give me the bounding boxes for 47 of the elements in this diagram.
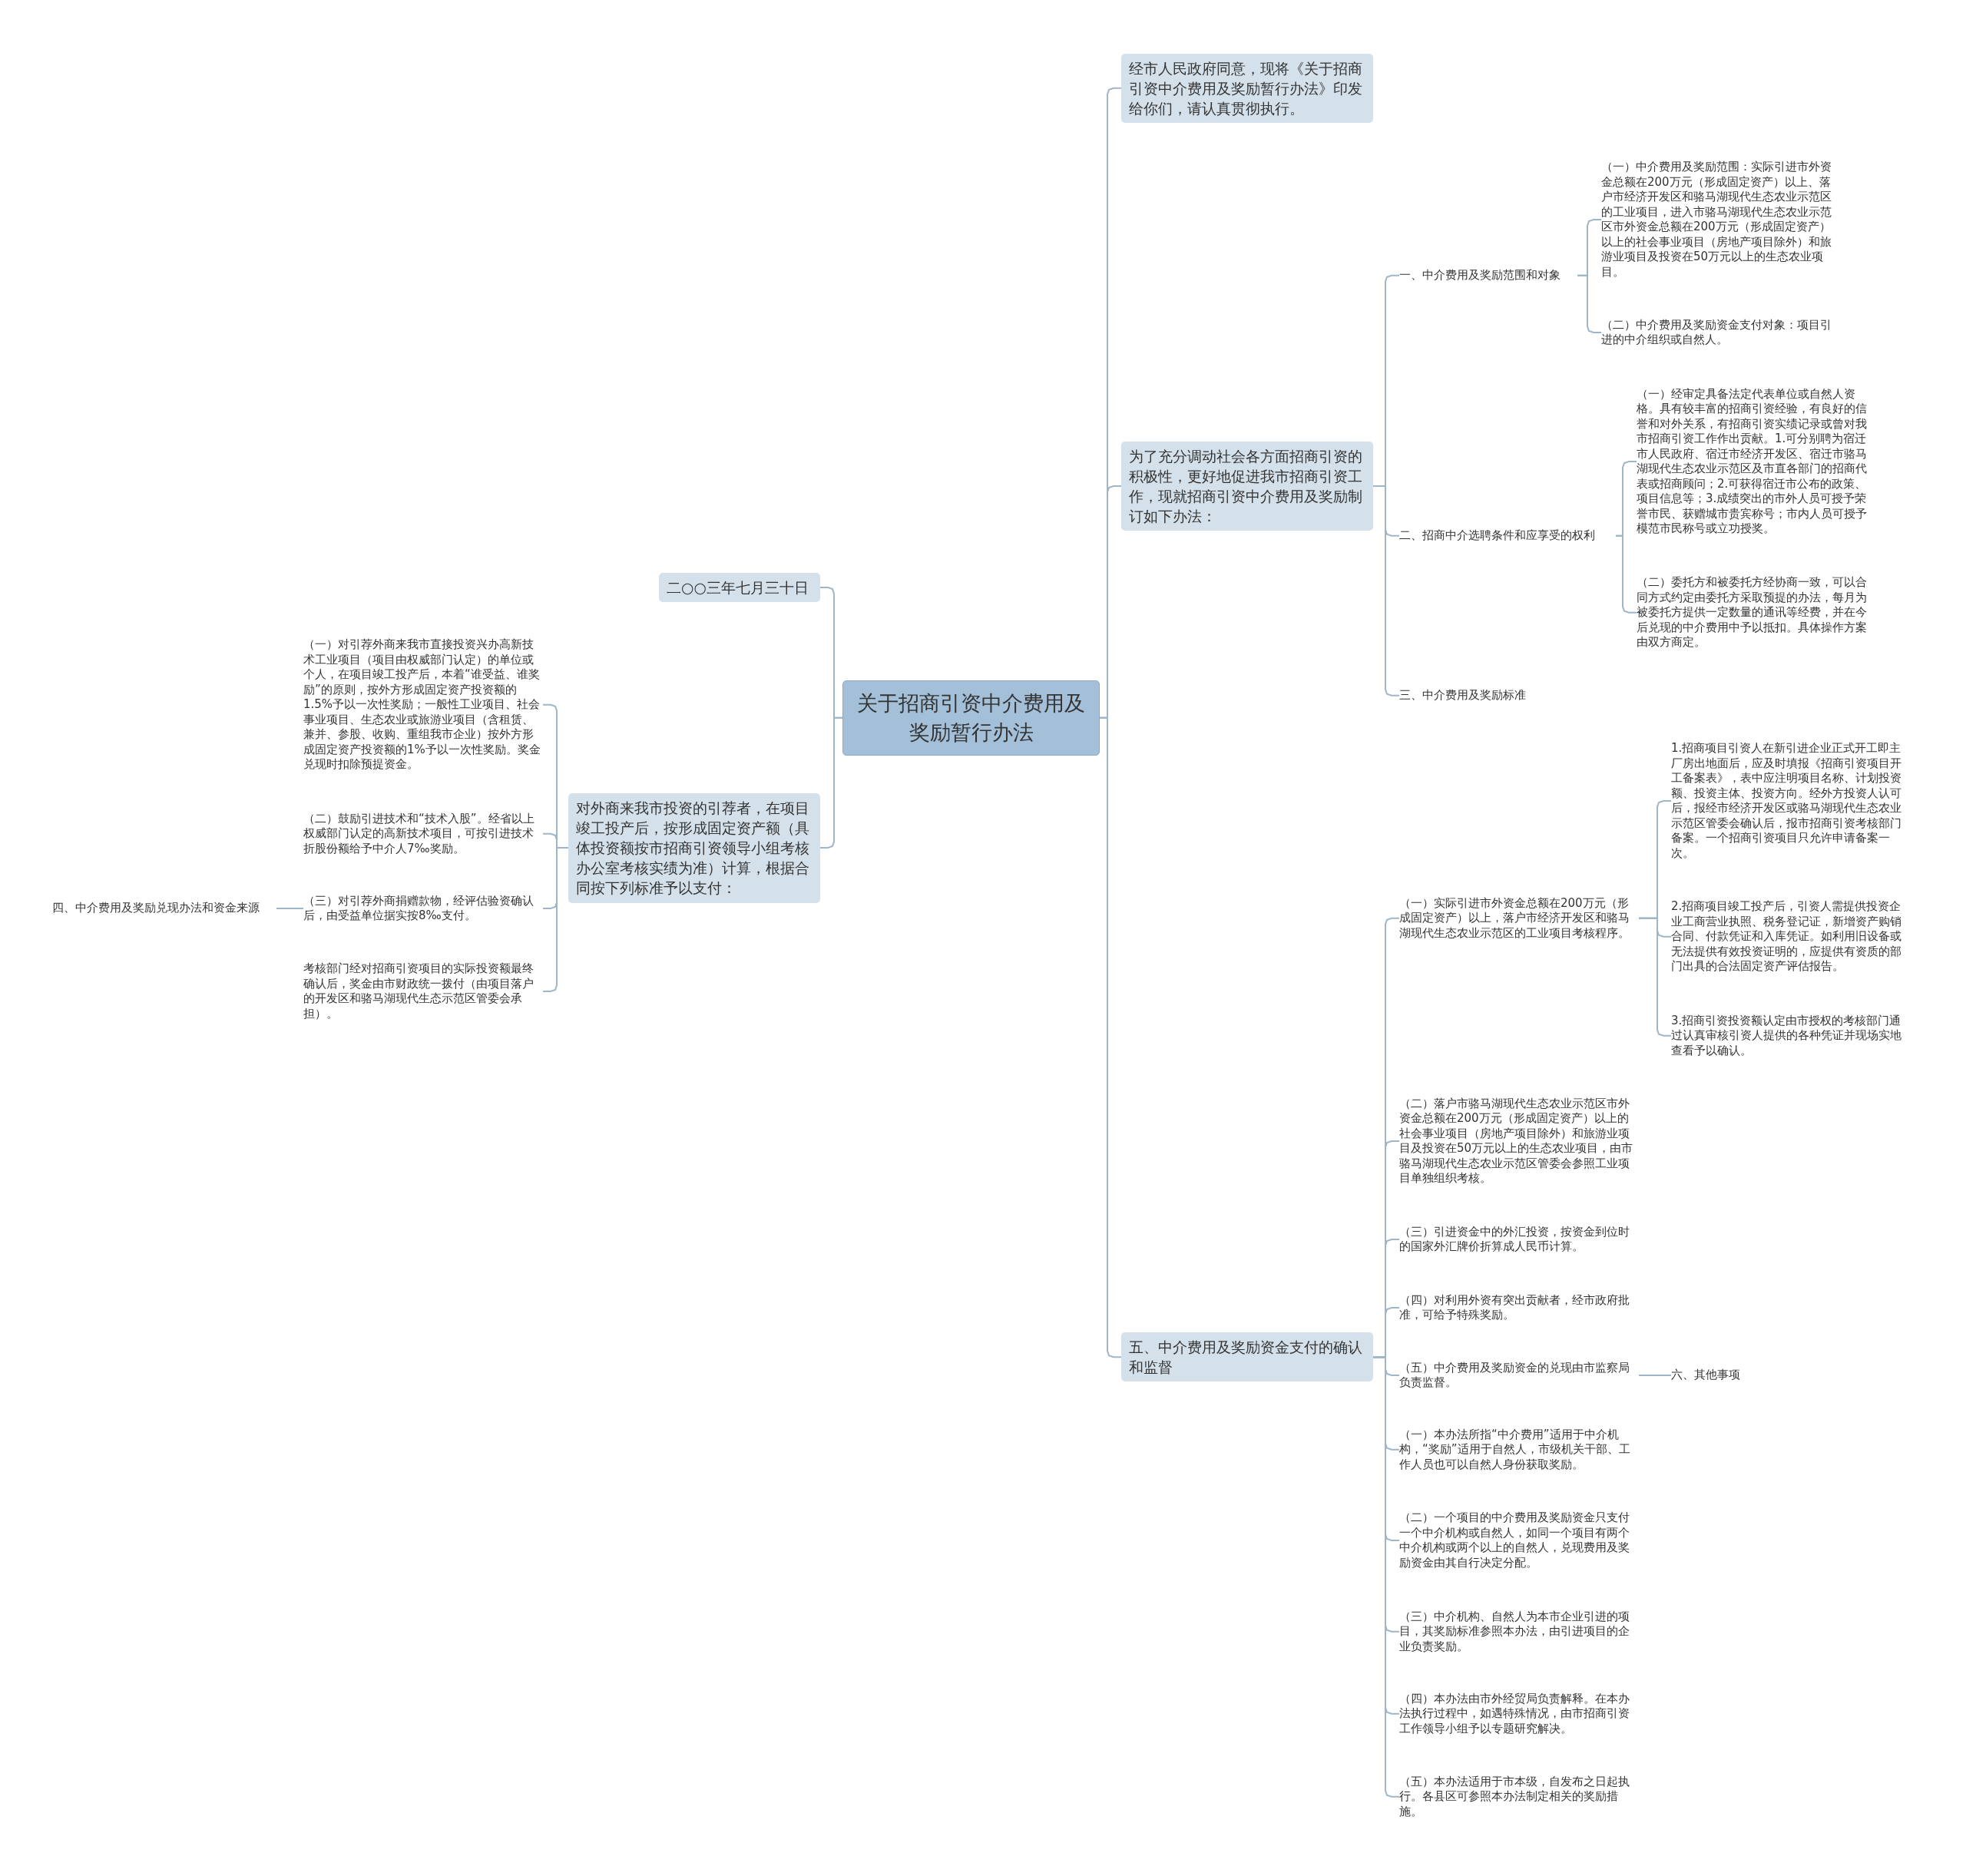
central-topic-box (842, 680, 1100, 756)
topic-text: （二）委托方和被委托方经协商一致，可以合同方式约定由委托方采取预提的办法，每月为被委托方提供一定数量的通讯等经费，并在今后兑现的中介费用中予以抵扣。具体操作方案由双方商定。 (1637, 575, 1876, 650)
topic-box (1121, 53, 1373, 124)
topic-text: 为了充分调动社会各方面招商引资的积极性，更好地促进我市招商引资工作，现就招商引资中介费用及奖励制订如下办法： (1129, 446, 1363, 527)
topic-text: 三、中介费用及奖励标准 (1399, 688, 1554, 703)
connector-line (1099, 716, 1122, 1358)
topic-text: （二）鼓励引进技术和“技术入股”。经省以上权威部门认定的高新技术项目，可按引进技术折股份额给予中介人7‰奖励。 (303, 811, 543, 856)
topic-text: 考核部门经对招商引资项目的实际投资额最终确认后，奖金由市财政统一拨付（由项目落户的开发区和骆马湖现代生态示范区管委会承担）。 (303, 961, 543, 1021)
topic-text: （五）中介费用及奖励资金的兑现由市监察局负责监督。 (1399, 1360, 1639, 1391)
connector-line (1615, 534, 1637, 614)
connector-line (819, 716, 843, 849)
topic-text: 六、其他事项 (1671, 1368, 1756, 1383)
topic-box (1121, 441, 1373, 531)
topic-text: （二）落户市骆马湖现代生态农业示范区市外资金总额在200万元（形成固定资产）以上的社会事业项目（房地产项目除外）和旅游业项目及投资在50万元以上的生态农业项目，由市骆马湖现代生态农业示范区管委会参照工业项目单独组织考核。 (1399, 1096, 1639, 1186)
topic-text: 1.招商项目引资人在新引进企业正式开工即主厂房出地面后，应及时填报《招商引资项目开工备案表》，表中应注明项目名称、计划投资额、投资主体、投资方向。经外方投资人认可后，报经市经济开发区或骆马湖现代生态农业示范区管委会确认后，报市招商引资考核部门备案。一个招商引资项目只允许申请备案一次。 (1671, 741, 1911, 861)
topic-text: 四、中介费用及奖励兑现办法和资金来源 (52, 901, 276, 916)
topic-text: （二）中介费用及奖励资金支付对象：项目引进的中介组织或自然人。 (1601, 317, 1841, 348)
topic-text: 二○○三年七月三十日 (667, 578, 810, 597)
topic-text: 五、中介费用及奖励资金支付的确认和监督 (1129, 1338, 1363, 1378)
topic-text: （一）实际引进市外资金总额在200万元（形成固定资产）以上，落户市经济开发区和骆马湖现代生态农业示范区的工业项目考核程序。 (1399, 895, 1639, 941)
connector-line (1638, 917, 1672, 1037)
topic-text: 关于招商引资中介费用及奖励暂行办法 (856, 690, 1086, 746)
topic-text: 一、中介费用及奖励范围和对象 (1399, 268, 1577, 283)
topic-text: （三）中介机构、自然人为本市企业引进的项目，其奖励标准参照本办法，由引进项目的企业负责奖励。 (1399, 1609, 1639, 1654)
topic-text: 3.招商引资投资额认定由市授权的考核部门通过认真审核引资人提供的各种凭证并现场实地查看予以确认。 (1671, 1013, 1911, 1058)
topic-text: （四）对利用外资有突出贡献者，经市政府批准，可给予特殊奖励。 (1399, 1292, 1639, 1323)
topic-box (1121, 1332, 1373, 1382)
topic-text: （一）中介费用及奖励范围：实际引进市外资金总额在200万元（形成固定资产）以上、落户市经济开发区和骆马湖现代生态农业示范区的工业项目，进入市骆马湖现代生态农业示范区市外资金总额在200万元（形成固定资产）以上的社会事业项目（房地产项目除外）和旅游业项目及投资在50万元以上的生态农业项目。 (1601, 160, 1841, 280)
connector-line (1577, 274, 1602, 333)
topic-text: （一）对引荐外商来我市直接投资兴办高新技术工业项目（项目由权威部门认定）的单位或个人，在项目竣工投产后，本着“谁受益、谁奖励”的原则，按外方形成固定资产投资额的1.5%予以一次性奖励；一般性工业项目、社会事业项目、生态农业或旅游业项目（含租赁、兼并、参股、收购、重组我市企业）按外方形成固定资产投资额的1%予以一次性奖励。奖金兑现时扣除预提资金。 (303, 637, 543, 773)
topic-box (659, 573, 820, 603)
topic-text: （二）一个项目的中介费用及奖励资金只支付一个中介机构或自然人，如同一个项目有两个中介机构或两个以上的自然人，兑现费用及奖励资金由其自行决定分配。 (1399, 1510, 1639, 1570)
topic-text: （五）本办法适用于市本级，自发布之日起执行。各县区可参照本办法制定相关的奖励措施。 (1399, 1774, 1639, 1819)
topic-text: 经市人民政府同意，现将《关于招商引资中介费用及奖励暂行办法》印发给你们，请认真贯彻执行。 (1129, 58, 1363, 118)
topic-text: （三）引进资金中的外汇投资，按资金到位时的国家外汇牌价折算成人民币计算。 (1399, 1224, 1639, 1255)
connector-line (542, 847, 569, 992)
topic-text: 二、招商中介选聘条件和应享受的权利 (1399, 528, 1616, 544)
topic-text: 对外商来我市投资的引荐者，在项目竣工投产后，按形成固定资产额（具体投资额按市招商引资领导小组考核办公室考核实绩为准）计算，根据合同按下列标准予以支付： (576, 798, 810, 898)
topic-text: （四）本办法由市外经贸局负责解释。在本办法执行过程中，如遇特殊情况，由市招商引资工作领导小组予以专题研究解决。 (1399, 1691, 1639, 1736)
connector-line (1638, 1375, 1672, 1376)
connector-line (276, 908, 304, 909)
topic-text: 2.招商项目竣工投产后，引资人需提供投资企业工商营业执照、税务登记证，新增资产购销合同、付款凭证和入库凭证。如利用旧设备或无法提供有效投资证明的，应提供有资质的部门出具的合法固定资产评估报告。 (1671, 899, 1911, 974)
topic-text: （三）对引荐外商捐赠款物，经评估验资确认后，由受益单位据实按8‰支付。 (303, 893, 543, 924)
connector-line (1372, 485, 1400, 696)
topic-text: （一）本办法所指“中介费用”适用于中介机构，“奖励”适用于自然人，市级机关干部、工作人员也可以自然人身份获取奖励。 (1399, 1427, 1639, 1472)
topic-text: （一）经审定具备法定代表单位或自然人资格。具有较丰富的招商引资经验，有良好的信誉和对外关系，有招商引资实绩记录或曾对我市招商引资工作作出贡献。1.可分别聘为宿迁市人民政府、宿迁市经济开发区、宿迁市骆马湖现代生态农业示范区及市直各部门的招商代表或招商顾问；2.可获得宿迁市公布的政策、项目信息等；3.成绩突出的市外人员可授予荣誉市民、获赠城市贵宾称号；市内人员可授予模范市民称号或立功授奖。 (1637, 386, 1876, 537)
topic-box (568, 792, 820, 903)
